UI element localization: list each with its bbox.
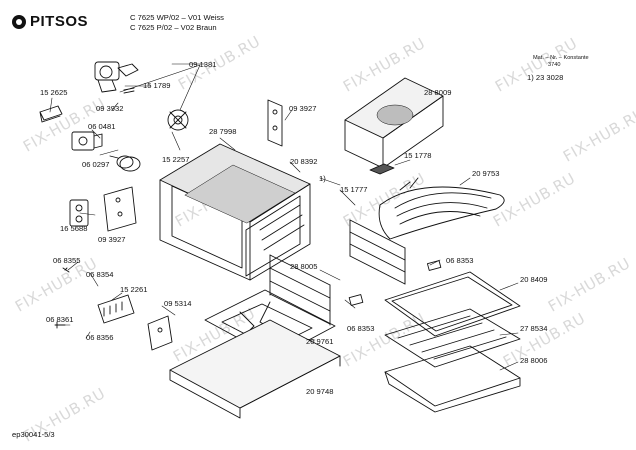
selector-switch-part	[94, 61, 139, 93]
oven-cavity	[159, 143, 311, 281]
part-label: 20 9753	[472, 169, 500, 178]
part-label: 09 3927	[98, 235, 126, 244]
part-label: 15 2261	[120, 285, 148, 294]
part-label: 06 8354	[86, 270, 114, 279]
clip-part-068353-b	[348, 294, 364, 306]
part-label: 15 1777	[340, 185, 368, 194]
brand-logo: PITSOS	[12, 13, 88, 30]
clip-part-068353-a	[426, 260, 442, 271]
part-label: 28 8006	[520, 356, 548, 365]
part-label: 1)	[319, 174, 326, 183]
part-label: 20 8409	[520, 275, 548, 284]
mat-label: Mat. – Nr. – Konstante	[533, 55, 589, 61]
brand-logo-icon	[12, 14, 26, 29]
grill-element-209753	[378, 177, 505, 240]
switch-part-060481	[71, 131, 103, 151]
bracket-part-093927	[103, 186, 137, 232]
part-label: 06 8355	[53, 256, 81, 265]
wire-shelf-278534	[384, 308, 521, 368]
screw-part-068355	[62, 267, 70, 273]
terminal-block-152261	[97, 294, 135, 324]
side-rack-left-288005	[269, 254, 331, 326]
part-label: 28 8005	[290, 262, 318, 271]
hinge-part-165688	[69, 199, 89, 227]
screw-part-068361	[54, 321, 66, 329]
part-label: 15 1778	[404, 151, 432, 160]
part-label: 09 3932	[96, 104, 124, 113]
part-label: 06 8353	[347, 324, 375, 333]
baking-tray-208409	[384, 271, 521, 337]
part-label: 16 5688	[60, 224, 88, 233]
part-label: 09 3927	[289, 104, 317, 113]
mat-value: 3740	[548, 62, 561, 68]
base-plate-209748	[169, 319, 341, 419]
deep-tray-288006	[384, 345, 521, 413]
fan-motor-part	[167, 109, 189, 131]
part-label: 06 0481	[88, 122, 116, 131]
part-label: 15 2625	[40, 88, 68, 97]
rear-panel-part-093927	[267, 99, 283, 147]
part-label: 27 8534	[520, 324, 548, 333]
part-label: 06 8356	[86, 333, 114, 342]
part-label: 20 9748	[306, 387, 334, 396]
model-line-1: C 7625 WP/02 – V01 Weiss	[130, 13, 224, 22]
part-label: 20 9761	[306, 337, 334, 346]
clip-part-152625	[39, 105, 63, 123]
part-label: 28 7998	[209, 127, 237, 136]
fan-cover-part-288009	[344, 77, 444, 169]
leader-lines	[49, 63, 519, 373]
part-label: 09 5314	[164, 299, 192, 308]
part-label: 15 2257	[162, 155, 190, 164]
part-label: 06 8353	[446, 256, 474, 265]
side-rack-right-151777	[349, 219, 406, 285]
model-line-2: C 7625 P/02 – V02 Braun	[130, 23, 217, 32]
part-label: 06 0297	[82, 160, 110, 169]
bracket-part-095314	[147, 315, 173, 351]
part-label: 28 8009	[424, 88, 452, 97]
part-label: 06 8361	[46, 315, 74, 324]
knob-part-060297	[109, 155, 141, 172]
screw-part-151789	[123, 87, 135, 94]
filter-part-151778	[369, 163, 395, 175]
brand-name: PITSOS	[30, 13, 89, 30]
part-label: 15 1789	[143, 81, 171, 90]
footer-code: ep30041-5/3	[12, 430, 55, 439]
part-label: 09 1381	[189, 60, 217, 69]
part-label: 20 8392	[290, 157, 318, 166]
part-label: 1) 23 3028	[527, 73, 564, 82]
